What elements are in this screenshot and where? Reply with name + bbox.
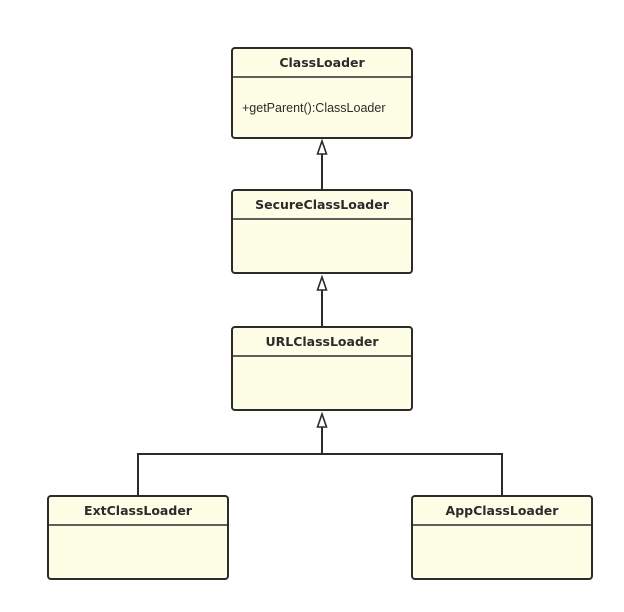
class-box-frame — [47, 495, 229, 580]
class-box-classloader[interactable]: ClassLoader +getParent():ClassLoader — [231, 47, 413, 139]
class-name-urlclassloader: URLClassLoader — [265, 334, 379, 349]
inheritance-arrow-icon — [316, 411, 328, 428]
class-name-classloader: ClassLoader — [279, 55, 365, 70]
method-getparent: +getParent():ClassLoader — [242, 101, 385, 115]
class-box-frame — [231, 47, 413, 139]
class-box-frame — [231, 189, 413, 274]
class-name-secureclassloader: SecureClassLoader — [255, 197, 390, 212]
inheritance-arrow-icon — [316, 138, 328, 155]
class-box-secureclassloader[interactable]: SecureClassLoader — [231, 189, 413, 274]
inheritance-arrow-icon — [316, 274, 328, 291]
edge-ext-app-to-url — [137, 453, 503, 496]
class-box-urlclassloader[interactable]: URLClassLoader — [231, 326, 413, 411]
class-box-appclassloader[interactable]: AppClassLoader — [411, 495, 593, 580]
class-box-frame — [411, 495, 593, 580]
inheritance-edges — [137, 138, 503, 496]
class-name-appclassloader: AppClassLoader — [446, 503, 560, 518]
class-box-frame — [231, 326, 413, 411]
class-box-extclassloader[interactable]: ExtClassLoader — [47, 495, 229, 580]
class-name-extclassloader: ExtClassLoader — [84, 503, 193, 518]
